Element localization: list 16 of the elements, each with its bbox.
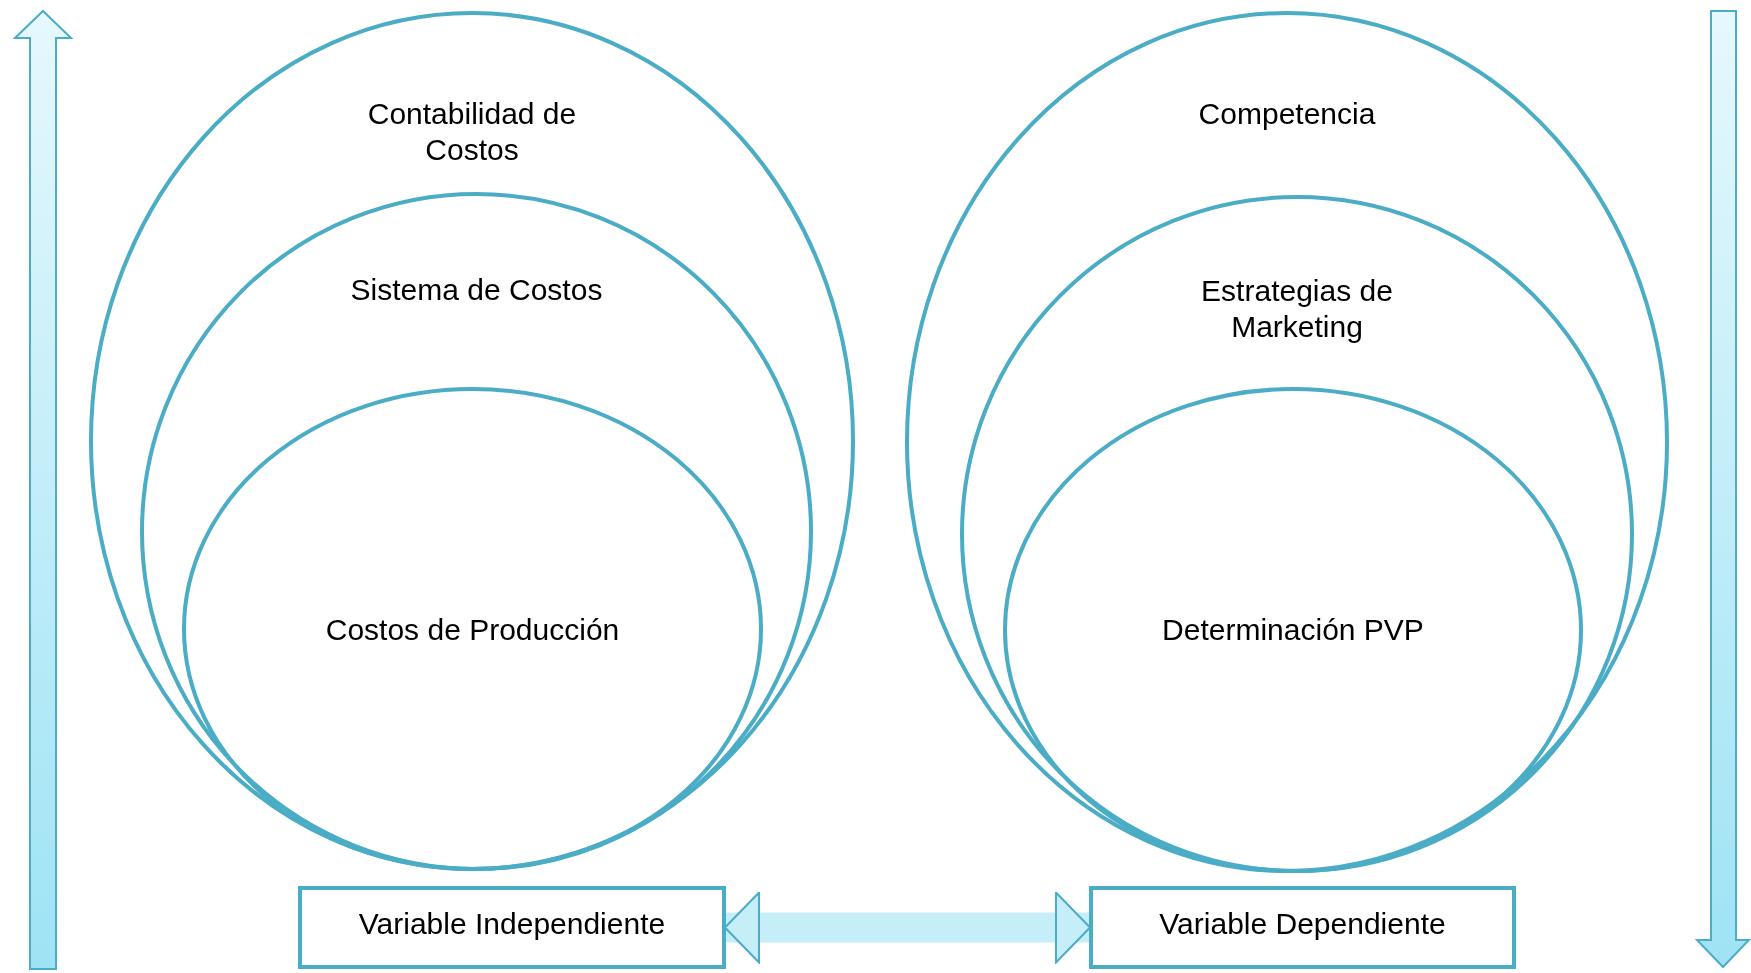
node-label: Estrategias de Marketing [1200, 273, 1394, 345]
node-label: Contabilidad de Costos [366, 96, 578, 168]
node-label: Sistema de Costos [349, 272, 604, 308]
node-label: Variable Independiente [357, 906, 667, 942]
oval-shape [89, 11, 855, 871]
label-box [298, 886, 726, 969]
node-label: Variable Dependiente [1158, 906, 1447, 942]
oval-shape [140, 192, 813, 871]
oval-shape [1003, 387, 1583, 873]
oval-shape [182, 387, 763, 871]
node-label: Costos de Producción [324, 612, 621, 648]
oval-shape [905, 11, 1669, 873]
label-box [1089, 886, 1516, 969]
node-label: Determinación PVP [1161, 612, 1425, 648]
oval-shape [960, 195, 1634, 873]
node-label: Competencia [1197, 96, 1377, 132]
